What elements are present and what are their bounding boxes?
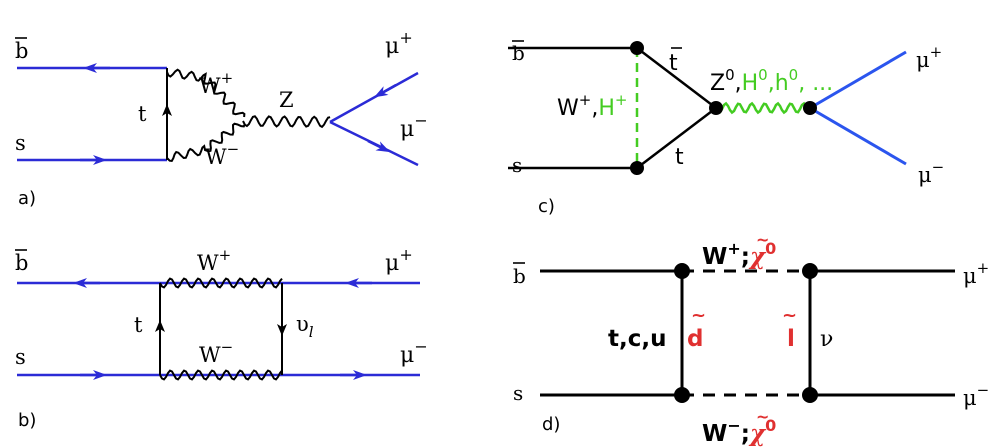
c-muminus-label: μ− bbox=[918, 158, 944, 187]
d-dtilde-label: d bbox=[687, 326, 703, 352]
b-wplus-label: W+ bbox=[197, 246, 231, 275]
d-muminus-label: μ− bbox=[963, 381, 989, 410]
d-vertex-bl bbox=[674, 387, 690, 403]
d-nu-label: ν bbox=[820, 327, 833, 352]
a-t-label: t bbox=[138, 102, 147, 126]
b-wminus-label: W− bbox=[199, 338, 233, 367]
c-vertex-right bbox=[803, 101, 817, 115]
d-panel-label: d) bbox=[542, 414, 560, 435]
a-muminus-label: μ− bbox=[400, 111, 428, 142]
d-tcu-label: t,c,u bbox=[608, 326, 666, 352]
c-panel-label: c) bbox=[538, 196, 555, 217]
d-vertex-br bbox=[802, 387, 818, 403]
d-vertex-tr bbox=[802, 263, 818, 279]
c-z-h-boson bbox=[714, 101, 811, 115]
a-s-label: s bbox=[15, 131, 26, 155]
b-wminus-boson bbox=[159, 369, 283, 381]
d-top-chi-tilde: ~ bbox=[756, 230, 769, 249]
a-bbar-label: b bbox=[15, 39, 28, 63]
b-muplus-label: μ+ bbox=[385, 245, 413, 276]
b-muminus-label: μ− bbox=[400, 337, 428, 368]
b-panel-label: b) bbox=[18, 410, 36, 431]
c-z-label: Z0,H0,h0, ... bbox=[710, 66, 833, 96]
a-panel-label: a) bbox=[18, 188, 36, 209]
a-z-label: Z bbox=[279, 88, 294, 112]
diagram-a: b s t W+ W− Z μ+ μ− a) bbox=[15, 28, 428, 209]
c-vertex-bottom bbox=[630, 161, 644, 175]
c-muminus-line bbox=[809, 106, 907, 166]
c-t-label: t bbox=[675, 145, 684, 170]
d-bottom-chi-tilde: ~ bbox=[756, 407, 769, 426]
a-muplus-label: μ+ bbox=[385, 28, 413, 59]
a-wplus-label: W+ bbox=[199, 69, 233, 98]
a-wminus-label: W− bbox=[205, 140, 239, 169]
a-muplus-arrow bbox=[373, 83, 397, 98]
diagram-d: b s t,c,u d ~ l ~ ν W+;χ0 ~ W−;χ0 ~ μ+ μ… bbox=[513, 230, 989, 447]
diagram-c: b s t t W+,H+ Z0,H0,h0, ... μ+ μ− c) bbox=[508, 40, 944, 217]
c-s-label: s bbox=[512, 153, 522, 177]
d-ltilde-label: l bbox=[787, 326, 795, 352]
d-dtilde-tilde: ~ bbox=[691, 305, 706, 326]
c-muplus-label: μ+ bbox=[916, 43, 942, 72]
d-ltilde-tilde: ~ bbox=[782, 305, 797, 326]
d-vertex-tl bbox=[674, 263, 690, 279]
c-t-line bbox=[636, 107, 717, 169]
c-vertex-top bbox=[630, 41, 644, 55]
b-bbar-label: b bbox=[15, 251, 28, 275]
c-wh-label: W+,H+ bbox=[557, 91, 627, 121]
b-t-label: t bbox=[134, 313, 143, 337]
d-muplus-label: μ+ bbox=[963, 259, 989, 288]
diagram-b: b s t W+ W− υl μ+ μ− b) bbox=[15, 245, 428, 431]
a-z-boson bbox=[242, 115, 331, 129]
a-wminus-boson bbox=[166, 122, 246, 162]
d-top-w-chi-label: W+;χ0 bbox=[702, 239, 776, 270]
c-muplus-line bbox=[809, 50, 907, 110]
b-nu-label: υl bbox=[296, 312, 314, 341]
c-vertex-mid bbox=[709, 101, 723, 115]
a-wplus-boson bbox=[166, 68, 246, 118]
d-bbar-label: b bbox=[513, 264, 526, 288]
c-tbar-line bbox=[636, 47, 717, 109]
c-tbar-label: t bbox=[669, 51, 678, 76]
a-muplus-line bbox=[329, 71, 419, 124]
a-muminus-arrow bbox=[367, 139, 391, 153]
d-s-label: s bbox=[513, 381, 523, 405]
b-wplus-boson bbox=[159, 277, 283, 289]
b-s-label: s bbox=[15, 345, 26, 369]
d-bottom-w-chi-label: W−;χ0 bbox=[702, 416, 776, 447]
c-bbar-label: b bbox=[512, 41, 525, 65]
